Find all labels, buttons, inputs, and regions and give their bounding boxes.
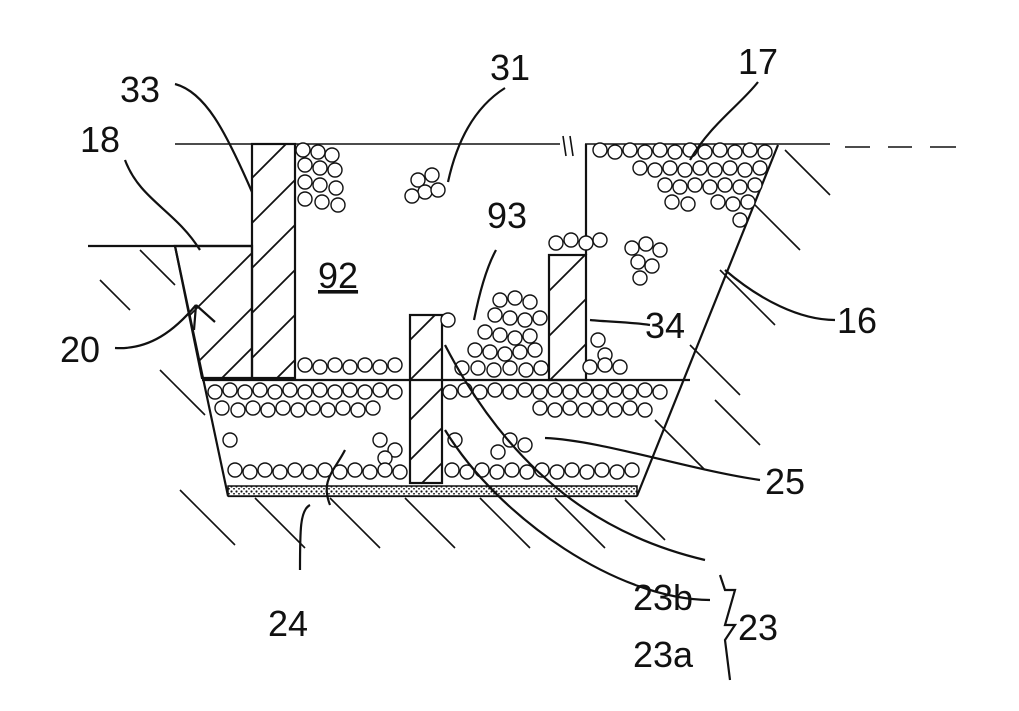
label-20: 20 (60, 329, 100, 370)
wall-block-18 (173, 244, 254, 380)
label-23: 23 (738, 607, 778, 648)
label-93: 93 (487, 195, 527, 236)
label-23a: 23a (633, 634, 694, 675)
leader-lines (114, 81, 836, 681)
label-34: 34 (645, 305, 685, 346)
bottom-sheet-layer (227, 485, 638, 497)
partition-wall-33 (250, 142, 297, 380)
label-31: 31 (490, 47, 530, 88)
label-17: 17 (738, 41, 778, 82)
soil-hatching (99, 149, 831, 549)
soil-particles (207, 142, 773, 480)
ground-surface-line (175, 135, 956, 157)
label-16: 16 (837, 300, 877, 341)
label-18: 18 (80, 119, 120, 160)
label-25: 25 (765, 461, 805, 502)
label-23b: 23b (633, 577, 693, 618)
label-24: 24 (268, 603, 308, 644)
labels: 33 31 17 18 93 92 20 34 16 25 23b 23a 23… (60, 41, 877, 675)
divider-wall-23 (408, 313, 444, 485)
partition-wall-34 (547, 253, 588, 382)
label-33: 33 (120, 69, 160, 110)
label-92: 92 (318, 255, 358, 296)
